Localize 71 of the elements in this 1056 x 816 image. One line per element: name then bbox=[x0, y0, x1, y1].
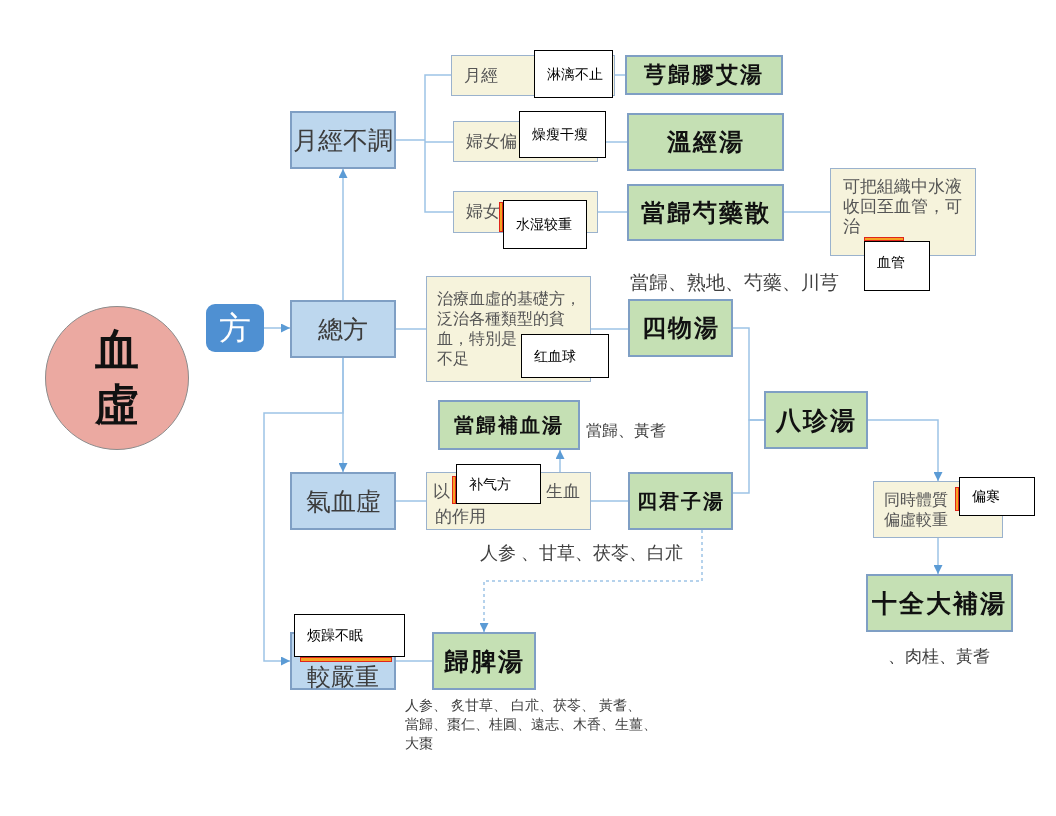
formula-name: 十全大補湯 bbox=[872, 590, 1007, 616]
description-text: 月經 bbox=[464, 65, 498, 86]
annotation-text: 红血球 bbox=[534, 347, 576, 365]
overlay-box bbox=[864, 241, 930, 291]
formula-name: 四君子湯 bbox=[636, 491, 725, 511]
category-label: 較嚴重 bbox=[306, 665, 380, 689]
ingredient-list: 人参、 炙甘草、 白朮、茯苓、 黃耆、當歸、棗仁、桂圓、遠志、木香、生薑、大棗 bbox=[405, 696, 663, 753]
formula-name: 當歸芍藥散 bbox=[640, 200, 771, 225]
formula-box bbox=[625, 55, 783, 95]
category-box bbox=[290, 472, 396, 530]
annotation-text: 水湿较重 bbox=[516, 216, 572, 233]
connector-line bbox=[614, 74, 626, 76]
tag-label: 方 bbox=[219, 312, 251, 344]
connector-line bbox=[597, 211, 628, 213]
connector-line bbox=[395, 500, 427, 502]
connector-line bbox=[783, 211, 831, 213]
description-text: 不足 bbox=[437, 349, 470, 369]
overlay-box bbox=[456, 464, 541, 504]
description-text: 生血 bbox=[546, 482, 581, 502]
formula-name: 芎歸膠艾湯 bbox=[644, 64, 764, 86]
overlay-box bbox=[503, 200, 587, 249]
connector-line bbox=[732, 419, 765, 494]
ingredient-list: 當歸、黃耆 bbox=[586, 420, 696, 442]
arrow bbox=[555, 449, 565, 473]
arrow bbox=[867, 419, 943, 482]
ingredient-list: 、肉桂、黃耆 bbox=[888, 646, 1013, 669]
description-text: 可把組織中水液收回至血管，可治 bbox=[843, 177, 963, 237]
connector-line bbox=[590, 500, 629, 502]
ingredient-list: 當歸、熟地、芍藥、川芎 bbox=[630, 270, 880, 296]
note-box bbox=[830, 168, 976, 256]
annotation-text: 补气方 bbox=[469, 475, 511, 493]
annotation-text: 燥瘦干瘦 bbox=[532, 126, 588, 143]
description-text: 治療血虛的基礎方，泛治各種類型的貧血，特別是 bbox=[437, 289, 582, 349]
arrow bbox=[933, 537, 943, 575]
formula-name: 歸脾湯 bbox=[443, 648, 525, 674]
annotation-text: 血管 bbox=[877, 254, 905, 271]
overlay-box bbox=[519, 111, 606, 158]
description-text: 婦女偏 bbox=[466, 131, 517, 152]
description-text: 婦女 bbox=[466, 202, 500, 222]
formula-name: 當歸補血湯 bbox=[454, 415, 564, 435]
overlay-box bbox=[521, 334, 609, 378]
formula-box bbox=[627, 113, 784, 171]
annotation-text: 偏寒 bbox=[972, 488, 1000, 505]
arrow bbox=[338, 168, 348, 301]
arrow bbox=[263, 323, 291, 333]
annotation-text: 烦躁不眠 bbox=[307, 627, 363, 644]
category-label: 氣血虛 bbox=[305, 488, 381, 514]
overlay-box bbox=[534, 50, 613, 98]
category-box bbox=[290, 111, 396, 169]
formula-box bbox=[627, 184, 784, 241]
circle-label: 血虛 bbox=[94, 325, 140, 432]
ingredient-list: 人参 、甘草、茯苓、白朮 bbox=[480, 541, 695, 566]
description-text: 以 bbox=[433, 482, 451, 502]
formula-name: 溫經湯 bbox=[666, 130, 745, 154]
category-label: 總方 bbox=[318, 316, 368, 342]
dashed-arrow bbox=[479, 529, 703, 633]
arrow bbox=[263, 357, 344, 666]
tag-box bbox=[206, 304, 264, 352]
formula-name: 四物湯 bbox=[641, 316, 720, 340]
category-label: 月經不調 bbox=[293, 127, 393, 153]
connector-line bbox=[590, 328, 629, 330]
overlay-box bbox=[294, 614, 405, 657]
connector-line bbox=[395, 660, 433, 662]
description-text: 同時體質偏虛較重 bbox=[884, 490, 949, 530]
description-text: 的作用 bbox=[435, 507, 487, 527]
annotation-text: 淋漓不止 bbox=[547, 65, 603, 83]
formula-name: 八珍湯 bbox=[775, 407, 857, 433]
formula-box bbox=[764, 391, 868, 449]
category-box bbox=[290, 300, 396, 358]
overlay-box bbox=[959, 477, 1035, 516]
connector-line bbox=[395, 328, 427, 330]
